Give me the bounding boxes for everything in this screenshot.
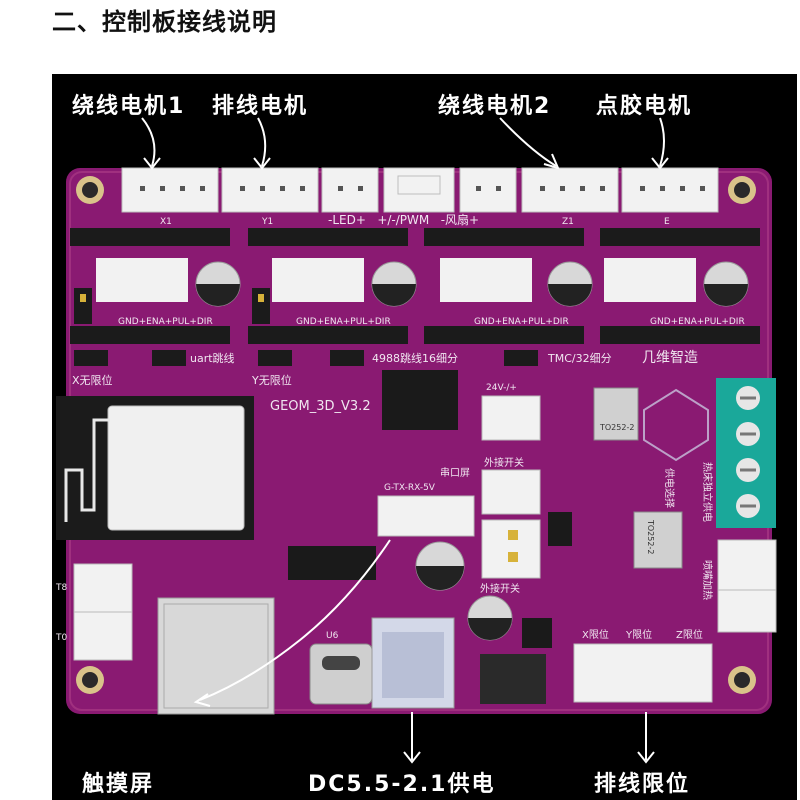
power-select-label: 供电选择 xyxy=(663,468,676,508)
mounting-hole-icons xyxy=(76,176,756,694)
axis-label-y1: Y1 xyxy=(261,217,273,227)
callout-glue-motor: 点胶电机 xyxy=(596,94,693,119)
tmc-label: TMC/32细分 xyxy=(547,352,612,365)
to252-label-2: TO252-2 xyxy=(646,519,655,554)
top-connectors xyxy=(121,167,719,213)
axis-label-e: E xyxy=(664,217,670,227)
inductor xyxy=(480,654,546,704)
driver-pins-label: GND+ENA+PUL+DIR xyxy=(474,317,569,327)
t8-label: T8 xyxy=(55,583,67,593)
ic-small-2 xyxy=(522,618,552,648)
u6-label: U6 xyxy=(326,631,339,641)
heat-connector-1 xyxy=(717,539,777,591)
fan-connector xyxy=(459,167,517,213)
brand-logo-icon xyxy=(643,388,709,462)
led-connector xyxy=(321,167,379,213)
callout-winding-motor-1: 绕线电机1 xyxy=(72,94,186,119)
to252-part xyxy=(593,387,639,441)
driver-pins-label: GND+ENA+PUL+DIR xyxy=(296,317,391,327)
axis-label-z1: Z1 xyxy=(562,217,574,227)
driver-modules xyxy=(96,258,749,307)
x-limit-label: X限位 xyxy=(582,628,609,641)
section-heading: 二、控制板接线说明 xyxy=(52,8,277,36)
usb-chip xyxy=(288,546,376,580)
ext-switch-label-1: 外接开关 xyxy=(484,456,524,469)
t8-connector xyxy=(73,563,133,613)
top-row-label: -LED+ +/-/PWM -风扇+ xyxy=(328,212,479,227)
uart-jump-label: uart跳线 xyxy=(190,351,235,365)
heat-bed-label: 热床独立供电 xyxy=(701,462,714,522)
spray-heat-label: 喷嘴加热 xyxy=(701,560,714,600)
pcb-board xyxy=(66,168,772,714)
y-limit-label: Y限位 xyxy=(625,628,652,641)
v24-connector xyxy=(481,395,541,441)
sd-card-slot xyxy=(157,597,275,715)
to252-label: TO252-2 xyxy=(599,423,634,432)
callout-winding-motor-2: 绕线电机2 xyxy=(438,94,552,119)
a4988-label: 4988跳线16细分 xyxy=(372,351,458,365)
z-limit-label: Z限位 xyxy=(676,628,703,641)
heat-connector-2 xyxy=(717,589,777,633)
y-nolimit-label: Y无限位 xyxy=(251,373,292,387)
callout-traverse-limit: 排线限位 xyxy=(594,772,691,797)
usb-c-port xyxy=(309,643,373,705)
ext-switch-connector-2 xyxy=(481,519,541,579)
ext-switch-label-2: 外接开关 xyxy=(480,582,520,595)
to252-part-2 xyxy=(633,511,683,569)
v24-label: 24V-/+ xyxy=(486,383,517,393)
callout-dc-power: DC5.5-2.1供电 xyxy=(308,772,496,797)
driver-pins-label: GND+ENA+PUL+DIR xyxy=(118,317,213,327)
brand-label: 几维智造 xyxy=(642,350,698,366)
main-chip xyxy=(382,370,458,430)
limit-connectors xyxy=(573,643,713,703)
power-terminal-block xyxy=(716,378,776,528)
callout-traverse-motor: 排线电机 xyxy=(212,94,309,119)
t0-connector xyxy=(73,611,133,661)
x-nolimit-label: X无限位 xyxy=(72,373,113,387)
jumpers xyxy=(74,288,538,366)
t0-label: T0 xyxy=(55,633,67,643)
ext-switch-connector-1 xyxy=(481,469,541,515)
annotation-arrows xyxy=(141,117,669,764)
board-name-label: GEOM_3D_V3.2 xyxy=(270,399,371,414)
driver-pins-label: GND+ENA+PUL+DIR xyxy=(650,317,745,327)
driver-headers xyxy=(70,228,760,344)
gtx-connector xyxy=(377,495,475,537)
wifi-module xyxy=(56,396,254,540)
gtx-label: G-TX-RX-5V xyxy=(384,483,436,493)
pwm-connector xyxy=(383,167,455,213)
axis-label-x1: X1 xyxy=(160,217,172,227)
callout-touch-screen: 触摸屏 xyxy=(82,772,155,797)
ic-small xyxy=(548,512,572,546)
serial-screen-label: 串口屏 xyxy=(440,467,470,479)
